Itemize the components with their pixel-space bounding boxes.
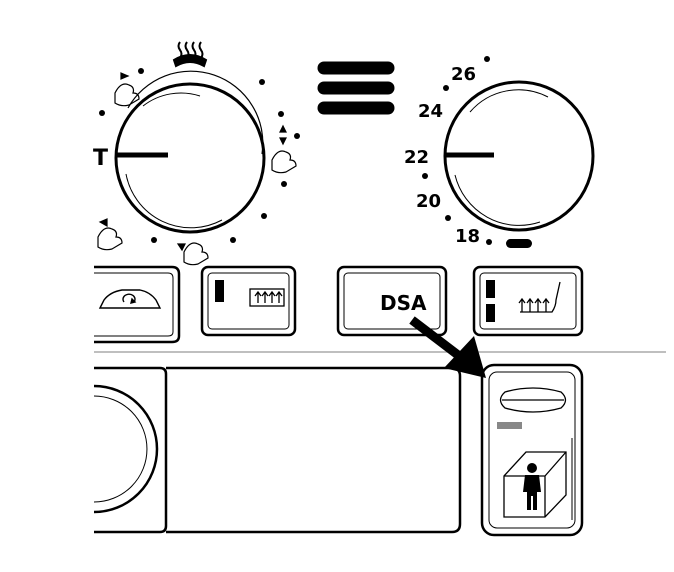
airflow-feet-icon: [176, 242, 209, 266]
seat-heater-indicator-bottom: [486, 304, 495, 322]
defrost-icon: [172, 41, 208, 68]
rear-defrost-indicator: [215, 280, 224, 302]
airflow-face-feet-icon: [271, 124, 297, 174]
temperature-dial[interactable]: [443, 80, 595, 232]
car-recirculation-icon: [98, 289, 162, 309]
recirculation-button[interactable]: [94, 265, 181, 344]
side-unit-indicator: [497, 422, 522, 429]
fan-level-bars: [317, 61, 395, 115]
temp-label-26: 26: [451, 64, 476, 85]
seat-heater-indicator-top: [486, 280, 495, 298]
temperature-indicator-dash: [506, 239, 532, 248]
temperature-dial-dots: [422, 56, 492, 245]
lower-left-panel: [93, 366, 462, 534]
oval-window-icon: [499, 387, 567, 413]
distribution-dial-label-t: T: [93, 146, 108, 171]
distribution-dial-dots: [99, 68, 300, 243]
dsa-button-label: DSA: [380, 291, 427, 315]
airflow-windshield-feet-icon: [97, 218, 123, 251]
person-in-seat-icon: [503, 451, 567, 518]
rear-window-defrost-icon: [249, 288, 285, 307]
dsa-button[interactable]: [336, 265, 448, 337]
temp-label-18: 18: [455, 226, 480, 247]
side-control-unit[interactable]: [480, 363, 584, 537]
distribution-dial[interactable]: [114, 70, 266, 234]
rear-defrost-button[interactable]: [200, 265, 297, 337]
temp-label-20: 20: [416, 191, 441, 212]
temp-label-22: 22: [404, 147, 429, 168]
temp-label-24: 24: [418, 101, 443, 122]
airflow-face-icon: [114, 72, 140, 107]
seat-heater-button[interactable]: [472, 265, 584, 337]
seat-heater-icon: [518, 281, 561, 313]
